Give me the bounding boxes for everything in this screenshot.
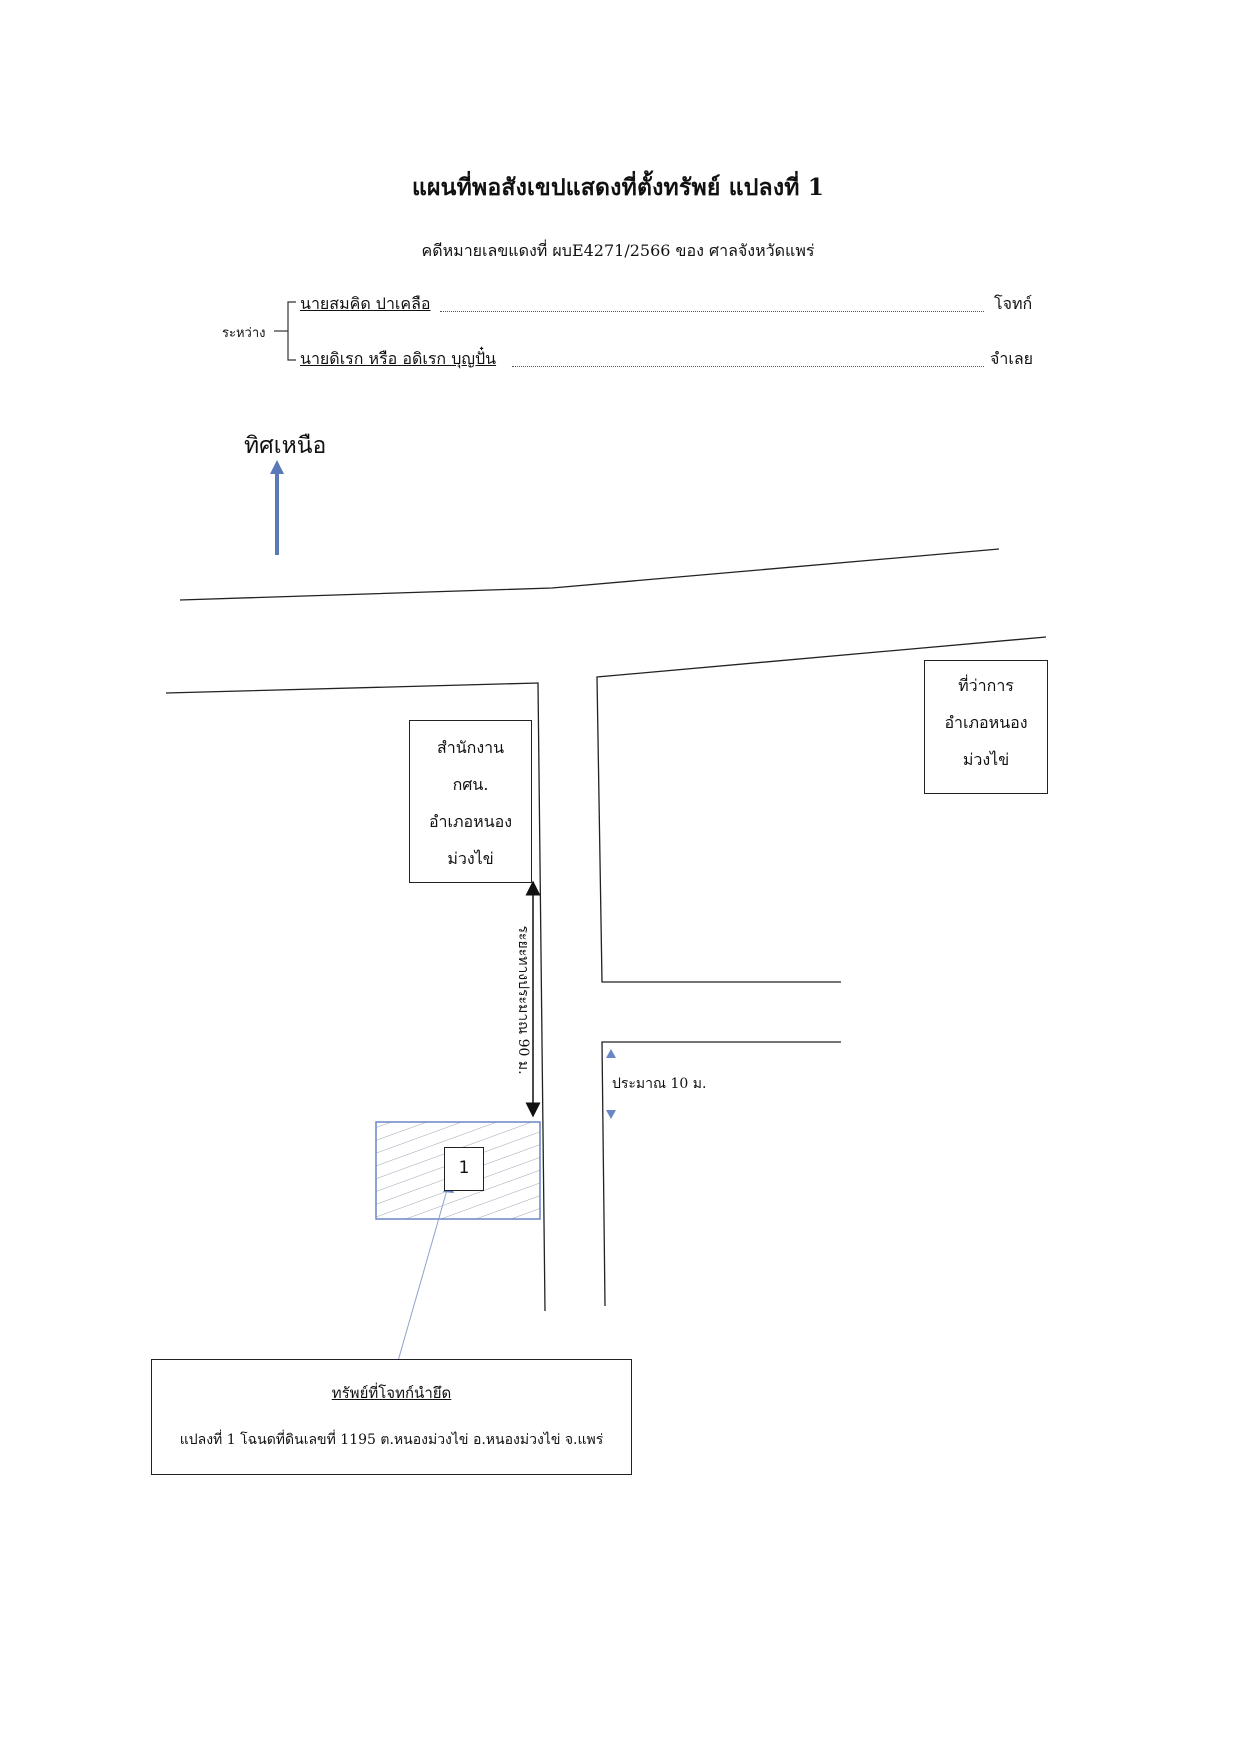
north-label: ทิศเหนือ	[244, 433, 327, 459]
defendant-dotted-line	[512, 366, 984, 367]
nfe-office-line-2: กศน.	[452, 775, 489, 794]
road-width-label: ประมาณ 10 ม.	[612, 1076, 707, 1092]
property-caption-box: ทรัพย์ที่โจทก์นำยึด แปลงที่ 1 โฉนดที่ดิน…	[151, 1359, 632, 1475]
defendant-name: นายดิเรก หรือ อดิเรก บุญปั๋น	[300, 349, 497, 368]
plot-leader-line	[395, 1189, 448, 1369]
property-caption-description: แปลงที่ 1 โฉนดที่ดินเลขที่ 1195 ต.หนองม่…	[179, 1432, 604, 1448]
plot-number-marker: 1	[444, 1147, 484, 1191]
distance-label: ระยะทางประมาณ 90 ม.	[515, 925, 531, 1075]
plaintiff-role: โจทก์	[994, 294, 1033, 313]
map-title: แผนที่พอสังเขปแสดงที่ตั้งทรัพย์ แปลงที่ …	[411, 174, 825, 201]
road-width-arrow-up	[606, 1049, 616, 1058]
district-office-line-3: ม่วงไข่	[962, 750, 1010, 769]
nfe-office-building: สำนักงาน กศน. อำเภอหนอง ม่วงไข่	[409, 720, 532, 883]
road-left-south-edge	[165, 682, 546, 1312]
nfe-office-line-3: อำเภอหนอง	[428, 812, 513, 831]
between-label: ระหว่าง	[222, 326, 266, 341]
nfe-office-line-4: ม่วงไข่	[447, 849, 494, 868]
nfe-office-line-1: สำนักงาน	[436, 738, 505, 757]
defendant-role: จำเลย	[990, 349, 1034, 368]
property-caption-title: ทรัพย์ที่โจทก์นำยึด	[331, 1384, 452, 1402]
road-right-edge	[596, 636, 1047, 983]
district-office-line-2: อำเภอหนอง	[944, 713, 1028, 732]
case-number-line: คดีหมายเลขแดงที่ ผบE4271/2566 ของ ศาลจัง…	[421, 241, 815, 260]
district-office-building: ที่ว่าการ อำเภอหนอง ม่วงไข่	[924, 660, 1048, 794]
road-side-street-edge	[601, 1041, 841, 1307]
parties-bracket	[287, 301, 296, 361]
district-office-line-1: ที่ว่าการ	[958, 676, 1014, 695]
road-width-arrow-down	[606, 1110, 616, 1119]
plaintiff-name: นายสมคิด ปาเคลือ	[300, 294, 431, 313]
north-arrow-head	[270, 460, 284, 474]
plaintiff-dotted-line	[440, 311, 984, 312]
road-top-north-edge	[179, 548, 1000, 601]
